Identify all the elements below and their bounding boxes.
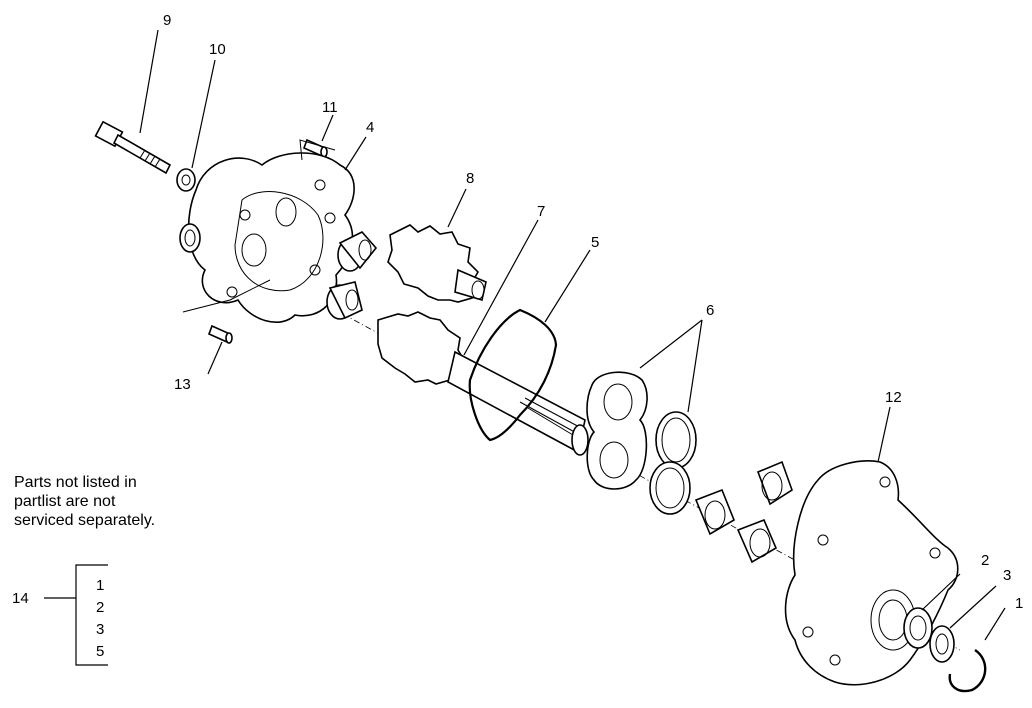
kit-item: 3	[96, 621, 105, 638]
wear-plate-part-6	[586, 371, 648, 490]
gasket-part-5	[468, 308, 558, 442]
note-line: partlist are not	[14, 493, 116, 510]
kit-item: 2	[96, 599, 105, 616]
callout-9: 9	[163, 12, 172, 29]
bolt-part-9	[94, 120, 172, 175]
drive-shaft-part-7	[377, 311, 589, 456]
idler-gear-part-8	[387, 224, 487, 303]
pump-housing-part-4	[179, 152, 355, 324]
callout-12: 12	[885, 389, 902, 406]
callout-8: 8	[466, 170, 475, 187]
callout-11: 11	[322, 99, 338, 116]
callout-6: 6	[706, 302, 715, 319]
note-line: Parts not listed in	[14, 474, 137, 491]
snap-ring-part-1	[948, 649, 987, 693]
needle-bearing	[694, 488, 735, 536]
callout-4: 4	[366, 119, 375, 136]
shaft-seal-part-2	[903, 607, 933, 649]
callout-13: 13	[174, 376, 191, 393]
seal-washer-part-3	[929, 625, 955, 663]
needle-bearing	[326, 281, 363, 320]
leader-lines	[139, 29, 1006, 641]
kit-item: 5	[96, 643, 105, 660]
note-line: serviced separately.	[14, 512, 156, 529]
needle-bearing	[337, 231, 378, 272]
kit-item: 1	[96, 577, 105, 594]
kit-number: 14	[12, 590, 29, 607]
washer-part-10	[176, 168, 196, 192]
needle-bearing	[736, 518, 778, 564]
callout-10: 10	[209, 41, 226, 58]
callout-7: 7	[537, 203, 546, 220]
service-note: Parts not listed in partlist are not ser…	[14, 473, 155, 530]
callout-5: 5	[591, 234, 600, 251]
pin-part-13	[207, 324, 233, 344]
callout-3: 3	[1003, 567, 1012, 584]
callout-2: 2	[981, 552, 990, 569]
callout-1: 1	[1015, 595, 1024, 612]
needle-bearing	[756, 460, 793, 506]
kit-bracket	[44, 564, 108, 666]
seal-ring-part-6	[649, 411, 697, 515]
